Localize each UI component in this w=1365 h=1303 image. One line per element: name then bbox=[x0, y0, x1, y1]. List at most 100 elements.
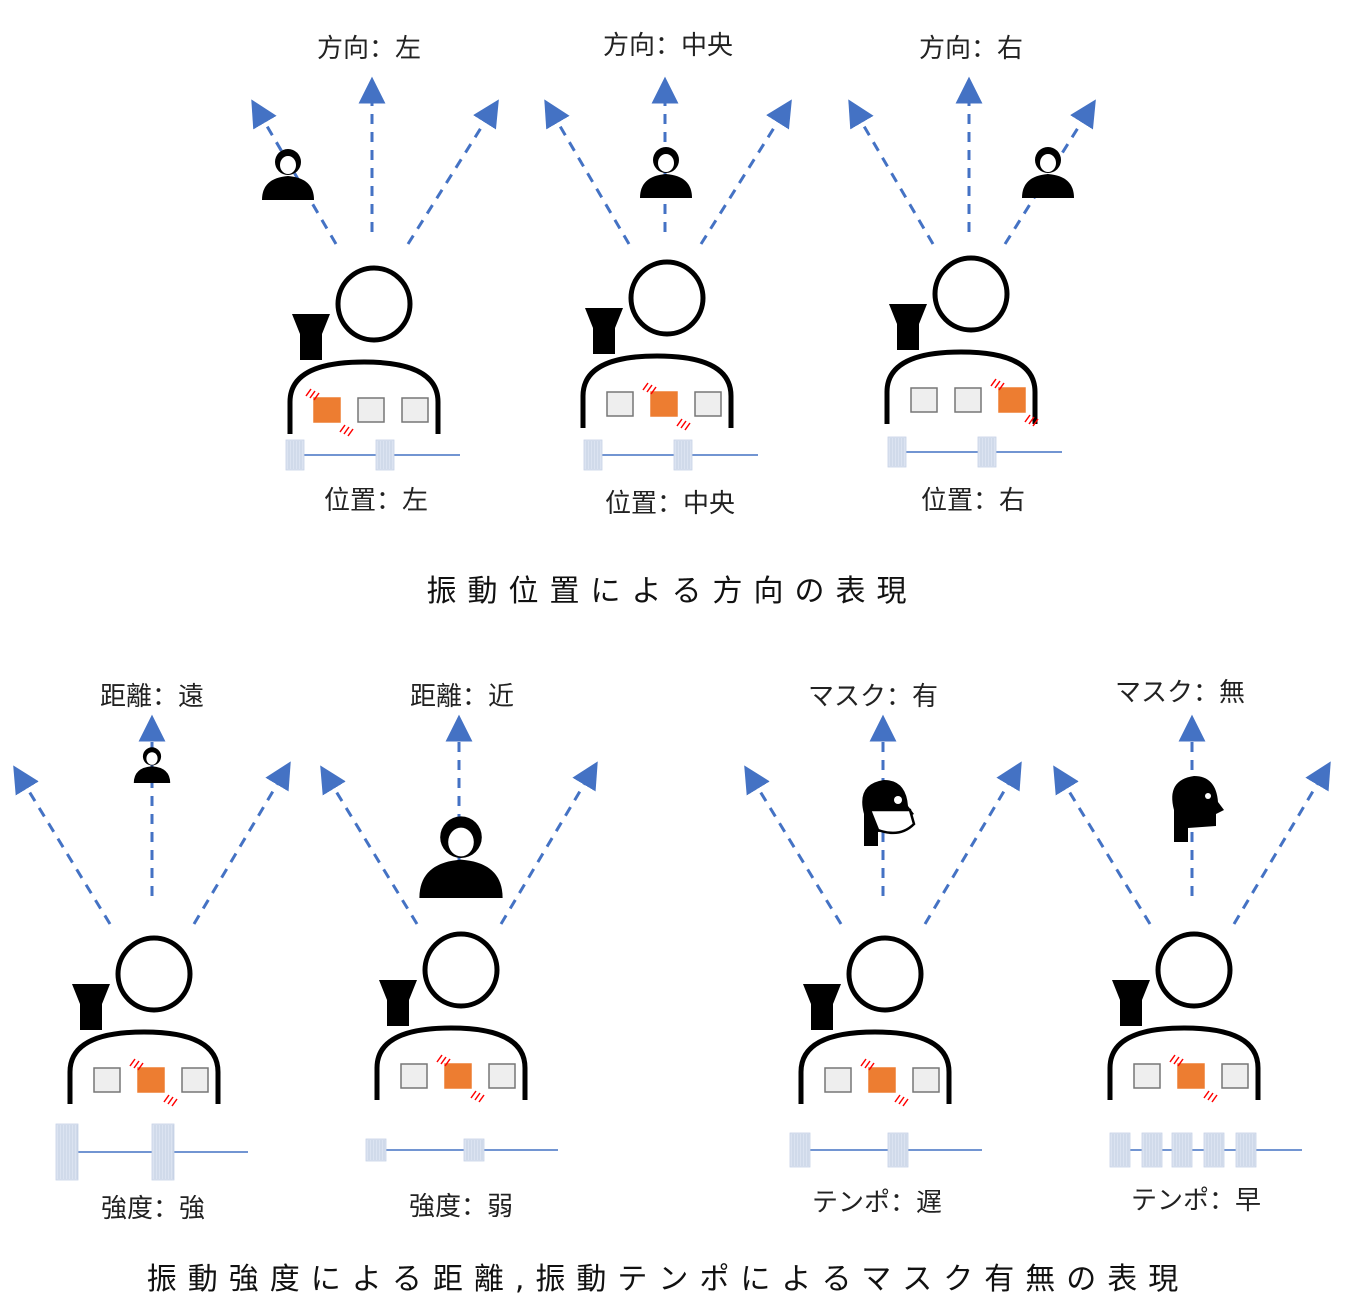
position-label-left: 位置：左 bbox=[323, 486, 429, 516]
speaker-icon bbox=[379, 980, 417, 1000]
speaker-body bbox=[80, 1004, 102, 1030]
head-outline bbox=[628, 259, 706, 337]
motor-inactive bbox=[694, 391, 722, 417]
vibration-mark bbox=[436, 1054, 451, 1067]
mask-label-no: マスク：無 bbox=[1114, 678, 1246, 708]
direction-label-right: 方向：右 bbox=[918, 34, 1024, 64]
speaker-body bbox=[811, 1004, 833, 1030]
speaker-person-icon bbox=[640, 147, 692, 198]
vibration-mark bbox=[339, 424, 354, 437]
person-face bbox=[448, 827, 474, 857]
direction-arrow-right bbox=[406, 99, 499, 245]
tempo-label-slow: テンポ：遅 bbox=[811, 1188, 943, 1218]
person-body bbox=[262, 176, 314, 200]
speaker-icon bbox=[889, 304, 927, 324]
torso-outline bbox=[374, 1025, 528, 1100]
head-outline bbox=[1155, 931, 1233, 1009]
vibration-mark bbox=[470, 1090, 485, 1103]
motor-inactive bbox=[912, 1067, 940, 1093]
vibration-mark bbox=[676, 418, 691, 431]
vibration-waveform bbox=[789, 1132, 982, 1168]
speaker-person-icon bbox=[1022, 147, 1074, 198]
direction-arrow-right bbox=[1232, 761, 1331, 925]
user-figure bbox=[374, 931, 528, 1103]
direction-arrow-right bbox=[192, 761, 291, 925]
motor-inactive bbox=[606, 391, 634, 417]
vibration-mark bbox=[990, 378, 1005, 391]
motor-active bbox=[137, 1067, 165, 1093]
face-mask bbox=[868, 808, 916, 835]
speaker-icon bbox=[72, 984, 110, 1004]
motor-inactive bbox=[954, 387, 982, 413]
direction-arrow-left bbox=[251, 99, 338, 245]
person-face bbox=[658, 154, 674, 172]
motor-inactive bbox=[910, 387, 938, 413]
motor-inactive bbox=[400, 1063, 428, 1089]
vibration-waveform bbox=[887, 436, 1062, 468]
masked-head-icon bbox=[862, 780, 916, 846]
position-label-center: 位置：中央 bbox=[604, 489, 736, 519]
user-figure bbox=[798, 935, 952, 1107]
speaker-person-icon-near bbox=[419, 816, 503, 898]
torso-outline bbox=[67, 1029, 221, 1104]
vibration-mark bbox=[163, 1094, 178, 1107]
distance-label-near: 距離：近 bbox=[409, 682, 515, 712]
vibration-mark bbox=[129, 1058, 144, 1071]
direction-arrow-left bbox=[744, 765, 843, 925]
person-face bbox=[146, 752, 158, 765]
bottom-caption: 振動強度による距離,振動テンポによるマスク有無の表現 bbox=[146, 1262, 1190, 1297]
direction-arrow-left bbox=[320, 765, 419, 925]
speaker-body bbox=[1120, 1000, 1142, 1026]
direction-arrow-left bbox=[1053, 765, 1152, 925]
person-face bbox=[1040, 154, 1056, 172]
head-outline bbox=[846, 935, 924, 1013]
motor-active bbox=[313, 397, 341, 423]
user-figure bbox=[287, 265, 441, 437]
motor-inactive bbox=[1133, 1063, 1161, 1089]
eye bbox=[894, 796, 902, 804]
vibration-waveform bbox=[583, 439, 758, 471]
direction-arrow-right bbox=[499, 761, 598, 925]
motor-inactive bbox=[93, 1067, 121, 1093]
speaker-icon bbox=[292, 314, 330, 334]
person-body bbox=[133, 766, 171, 783]
vibration-pulse bbox=[151, 1123, 175, 1181]
direction-label-left: 方向：左 bbox=[316, 34, 422, 64]
vibration-mark bbox=[1203, 1090, 1218, 1103]
top-caption: 振動位置による方向の表現 bbox=[426, 574, 918, 609]
head-outline bbox=[115, 935, 193, 1013]
user-figure bbox=[1107, 931, 1261, 1103]
motor-inactive bbox=[824, 1067, 852, 1093]
direction-arrow-left bbox=[544, 99, 631, 245]
speaker-body bbox=[897, 324, 919, 350]
vibration-waveform bbox=[365, 1138, 558, 1162]
vibration-mark bbox=[894, 1094, 909, 1107]
direction-arrow-right bbox=[923, 761, 1022, 925]
vibration-mark bbox=[305, 388, 320, 401]
head-outline bbox=[422, 931, 500, 1009]
person-body bbox=[1022, 174, 1074, 198]
torso-outline bbox=[580, 353, 734, 428]
vibration-mark bbox=[860, 1058, 875, 1071]
vibration-mark bbox=[1024, 414, 1039, 427]
mask-label-yes: マスク：有 bbox=[807, 682, 939, 712]
person-face bbox=[280, 156, 296, 174]
motor-inactive bbox=[488, 1063, 516, 1089]
person-body bbox=[419, 859, 503, 898]
intensity-label-strong: 強度：強 bbox=[100, 1194, 206, 1224]
speaker-person-icon bbox=[262, 149, 314, 200]
intensity-label-weak: 強度：弱 bbox=[408, 1192, 514, 1222]
distance-label-far: 距離：遠 bbox=[99, 682, 205, 712]
motor-active bbox=[650, 391, 678, 417]
torso-outline bbox=[884, 349, 1038, 424]
user-figure bbox=[884, 255, 1039, 427]
direction-arrow-right bbox=[699, 99, 792, 245]
head-outline bbox=[335, 265, 413, 343]
torso-outline bbox=[287, 359, 441, 434]
torso-outline bbox=[1107, 1025, 1261, 1100]
direction-label-center: 方向：中央 bbox=[602, 31, 734, 61]
direction-arrow-right bbox=[1003, 99, 1096, 245]
motor-active bbox=[1177, 1063, 1205, 1089]
tempo-label-fast: テンポ：早 bbox=[1130, 1186, 1262, 1216]
